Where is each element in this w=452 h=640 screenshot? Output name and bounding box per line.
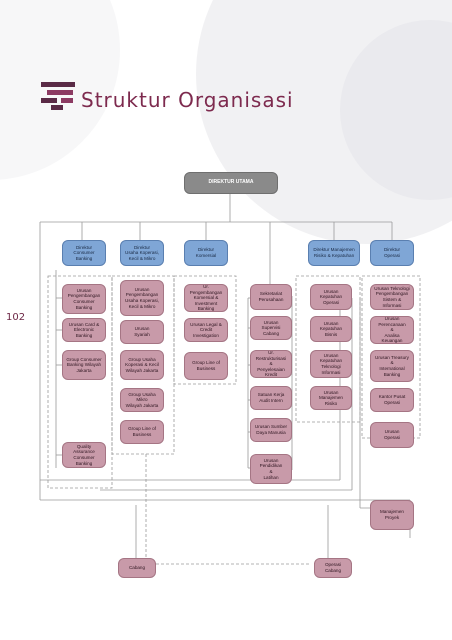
director-utama-box: DIREKTUR UTAMA [184, 172, 278, 194]
page-number: 102 [6, 312, 26, 323]
unit-box: Group Usaha Mikro Wilayah Jakarta [120, 388, 164, 412]
unit-box: Urusan Operasi [370, 422, 414, 448]
director-box: Direktur Operasi [370, 240, 414, 266]
unit-box: Satuan Kerja Audit Intern [250, 386, 292, 410]
unit-box: Urusan Treasury & International Banking [370, 350, 414, 382]
branch-box: Operasi Cabang [314, 558, 352, 578]
unit-box: Urusan Sumber Daya Manusia [250, 418, 292, 442]
unit-box: Sekretariat Perusahaan [250, 284, 292, 310]
unit-box: Urusan Kepatuhan Operasi [310, 284, 352, 310]
unit-box: Urusan Pengembangan Consumer Banking [62, 284, 106, 314]
unit-box: Urusan Manajemen Risiko [310, 386, 352, 410]
unit-box: Quality Assurance Consumer Banking [62, 442, 106, 468]
unit-box: Urusan Teknologi Pengembangan Sistem & I… [370, 284, 414, 310]
unit-box: Urusan Kepatuhan Teknologi Informasi [310, 350, 352, 378]
unit-box: Urusan Legal & Credit Investigation [184, 318, 228, 342]
unit-box: Manajemen Proyek [370, 500, 414, 530]
unit-box: Group Line of Business [184, 352, 228, 380]
unit-box: Urusan Kepatuhan Bisnis [310, 316, 352, 342]
unit-box: Urusan Syariah [120, 320, 164, 344]
branch-box: Cabang [118, 558, 156, 578]
unit-box: Ur. Restrukturisasi & Penyelesaian Kredi… [250, 350, 292, 378]
unit-box: Urusan Supervisi Cabang [250, 316, 292, 340]
unit-box: Urusan Pengembangan Usaha Koperasi, Keci… [120, 280, 164, 316]
director-box: Direktur Komersial [184, 240, 228, 266]
unit-box: Ur. Pengembangan Komersial & Investment … [184, 284, 228, 312]
director-box: Direktur Manajemen Risiko & Kepatuhan [308, 240, 360, 266]
director-box: Direktur Consumer Banking [62, 240, 106, 266]
page-title: Struktur Organisasi [81, 88, 294, 112]
unit-box: Group Consumer Banking Wilayah Jakarta [62, 350, 106, 380]
director-box: Direktur Usaha Koperasi, Kecil & Mikro [120, 240, 164, 266]
unit-box: Group Line of Business [120, 420, 164, 444]
unit-box: Urusan Card & Electronic Banking [62, 318, 106, 342]
unit-box: Group Usaha Koperasi & Kecil Wilayah Jak… [120, 350, 164, 380]
logo-icon [41, 82, 75, 110]
unit-box: Kantor Pusat Operasi [370, 388, 414, 412]
unit-box: Urusan Perencanaan & Analisa Keuangan [370, 316, 414, 344]
unit-box: Urusan Pendidikan & Latihan [250, 454, 292, 484]
